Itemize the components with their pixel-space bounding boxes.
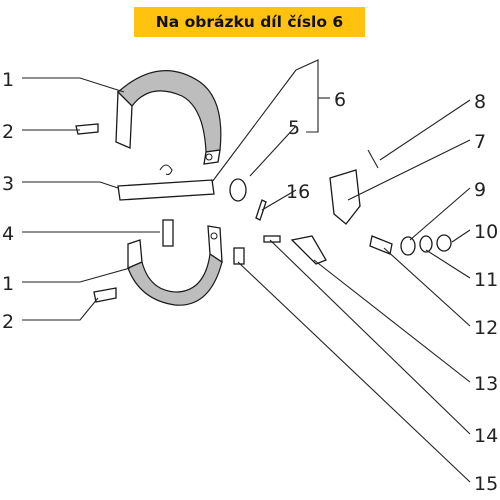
- callout-3: 3: [2, 173, 14, 195]
- callout-9: 9: [474, 179, 486, 201]
- callout-7: 7: [474, 131, 486, 153]
- callout-5: 5: [288, 117, 300, 139]
- leader-lines: [22, 59, 471, 483]
- callout-12: 12: [474, 317, 498, 339]
- split-pin: [367, 149, 379, 169]
- lower-clip: [93, 287, 117, 303]
- spring-washer: [419, 235, 433, 253]
- callout-1-top: 1: [2, 69, 14, 91]
- arm: [369, 235, 393, 255]
- callout-4: 4: [2, 223, 14, 245]
- title-banner: Na obrázku díl číslo 6: [134, 7, 365, 37]
- title-text: Na obrázku díl číslo 6: [155, 13, 344, 31]
- lower-brake-shoe: [127, 225, 223, 306]
- callout-10: 10: [474, 221, 498, 243]
- callout-2-top: 2: [2, 121, 14, 143]
- callout-6: 6: [334, 89, 346, 111]
- flat-washer: [400, 236, 416, 256]
- washer: [229, 178, 247, 202]
- lever-lower: [290, 235, 327, 265]
- small-pin: [255, 199, 267, 221]
- callout-11: 11: [474, 269, 498, 291]
- upper-clip: [75, 123, 99, 135]
- callout-8: 8: [474, 91, 486, 113]
- bolt: [233, 247, 245, 265]
- spring-hook: [159, 164, 173, 176]
- lever-upper: [329, 169, 361, 225]
- pivot-shaft: [117, 179, 215, 201]
- callout-13: 13: [474, 373, 498, 395]
- callout-16: 16: [286, 181, 310, 203]
- callout-1-bottom: 1: [2, 273, 14, 295]
- callout-14: 14: [474, 425, 498, 447]
- upper-brake-shoe: [115, 70, 222, 165]
- callout-15: 15: [474, 473, 498, 495]
- nut: [436, 234, 452, 252]
- spring: [162, 219, 174, 247]
- pin: [263, 235, 281, 243]
- callout-2-bottom: 2: [2, 311, 14, 333]
